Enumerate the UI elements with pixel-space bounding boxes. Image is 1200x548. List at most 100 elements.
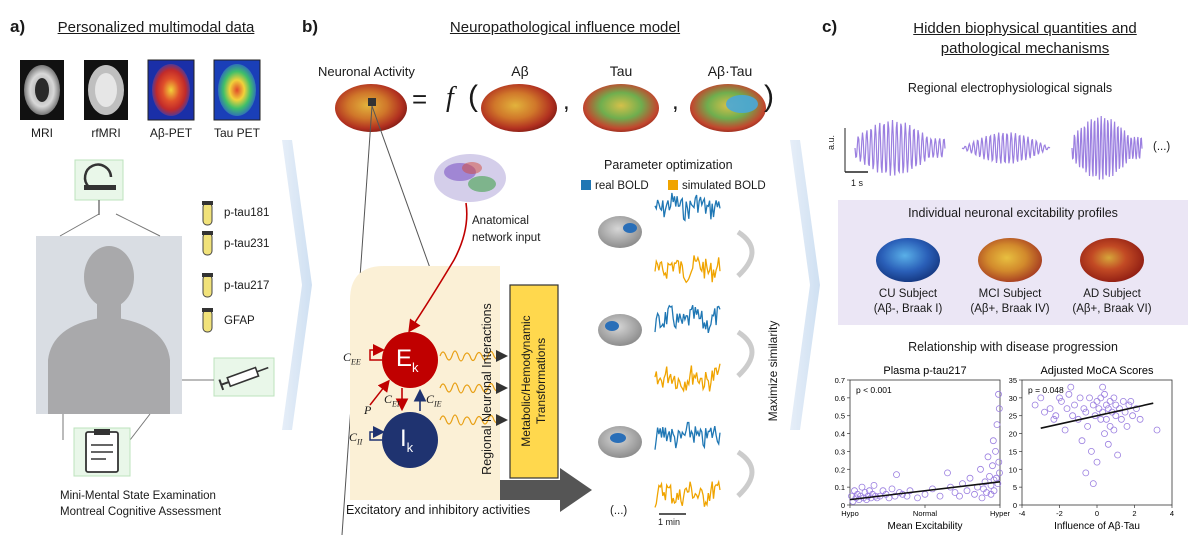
- data-point: [1071, 401, 1078, 409]
- data-point: [1099, 383, 1106, 391]
- data-point: [1089, 401, 1097, 409]
- data-point: [863, 496, 870, 504]
- cii-label: CII: [349, 430, 362, 446]
- scan-mri: [20, 60, 64, 120]
- bold-trace-real: [654, 421, 721, 450]
- data-point: [1103, 415, 1110, 423]
- bold-trace-sim: [654, 363, 721, 393]
- mri-scanner-icon: [74, 159, 124, 201]
- data-point: [986, 472, 993, 480]
- brain-tau: [583, 84, 659, 132]
- scan-abeta-pet: [147, 59, 195, 121]
- brain-cu: [876, 238, 940, 282]
- data-point: [1097, 394, 1105, 402]
- data-point: [1078, 437, 1086, 445]
- y-tick-label: 25: [1009, 412, 1017, 421]
- brain-mci: [978, 238, 1042, 282]
- signals-scalebar: 1 s: [851, 178, 864, 188]
- data-point: [993, 421, 1001, 429]
- panel-b-title: Neuropathological influence model: [449, 19, 681, 36]
- scan-rfmri: [84, 60, 128, 120]
- scan-label-mri: MRI: [31, 126, 53, 140]
- y-tick-label: 10: [1009, 465, 1017, 474]
- anatomical-label-1: Anatomical: [472, 215, 529, 227]
- data-point: [1088, 447, 1095, 455]
- y-tick-label: 0.4: [835, 430, 845, 439]
- term-abeta: Aβ: [511, 63, 529, 79]
- biomarker-ptau231: p-tau231: [224, 238, 270, 250]
- syringe-icon: [213, 357, 275, 397]
- data-point: [1093, 458, 1101, 466]
- comma-1: ,: [563, 88, 570, 115]
- transform-line-1: Metabolic/Hemodynamic: [519, 315, 533, 447]
- left-paren: (: [468, 80, 478, 113]
- data-point: [936, 492, 944, 500]
- biomarker-ptau181: p-tau181: [224, 207, 270, 219]
- panel-c-letter: c): [822, 17, 838, 36]
- data-point: [1052, 412, 1060, 420]
- scalebar-1min: 1 min: [658, 517, 681, 527]
- brain-ad: [1080, 238, 1144, 282]
- y-tick-label: 0.7: [835, 376, 845, 385]
- x-tick-label: 2: [1132, 509, 1136, 518]
- x-axis-label: Influence of Aβ·Tau: [1054, 521, 1140, 532]
- x-tick-label: -4: [1019, 509, 1026, 518]
- term-tau: Tau: [609, 63, 633, 79]
- y-tick-label: 30: [1009, 394, 1017, 403]
- data-point: [995, 458, 1003, 466]
- data-point: [1037, 394, 1045, 402]
- brain-abeta-tau: [690, 84, 766, 132]
- x-tick-label: 0: [1095, 509, 1099, 518]
- brain-neuronal-activity: [335, 84, 407, 132]
- opt-ellipsis: (...): [610, 505, 628, 517]
- chart-title: Adjusted MoCA Scores: [1040, 365, 1154, 377]
- tube-icon: [202, 308, 213, 333]
- data-point: [984, 453, 992, 461]
- opt-brain-1: [598, 216, 642, 248]
- anatomical-label-2: network input: [472, 232, 541, 244]
- data-point: [1101, 390, 1108, 398]
- data-point: [1093, 397, 1101, 405]
- transform-box: [509, 284, 559, 479]
- data-point: [1127, 397, 1135, 405]
- excitatory-node-label: Ek: [396, 345, 419, 375]
- legend-sim-label: simulated BOLD: [682, 180, 766, 192]
- inhibitory-node-label: Ik: [400, 425, 413, 455]
- y-tick-label: 20: [1009, 430, 1017, 439]
- ek-letter: E: [396, 345, 413, 372]
- person-silhouette: [48, 246, 170, 414]
- x-tick-label: Hyper: [990, 509, 1011, 518]
- scan-label-tau-pet: Tau PET: [213, 126, 261, 140]
- transform-box-label: Metabolic/Hemodynamic Transformations: [519, 286, 549, 476]
- data-point: [983, 489, 990, 496]
- panel-c-title-line2: pathological mechanisms: [940, 40, 1110, 57]
- data-point: [914, 494, 921, 502]
- y-tick-label: 0.6: [835, 394, 845, 403]
- x-tick-label: 4: [1170, 509, 1174, 518]
- test-mmse: Mini-Mental State Examination: [60, 490, 216, 502]
- data-point: [956, 492, 963, 500]
- data-point: [1050, 415, 1058, 423]
- data-point: [1089, 480, 1097, 488]
- bold-trace-real: [654, 192, 721, 222]
- big-arrow-icon: [500, 468, 592, 512]
- data-point: [870, 481, 878, 489]
- p-label: P: [364, 403, 372, 417]
- data-point: [888, 485, 896, 493]
- cee-sub: EE: [351, 357, 361, 367]
- test-moca: Montreal Cognitive Assessment: [60, 506, 222, 518]
- data-point: [1110, 426, 1118, 434]
- blood-tubes: [202, 201, 213, 333]
- cie-sub: IE: [434, 399, 442, 409]
- biomarker-ptau217: p-tau217: [224, 280, 270, 292]
- bold-trace-sim: [654, 255, 721, 284]
- ephys-signals: [854, 115, 1143, 180]
- panel-divider-chevron-b: [790, 140, 820, 430]
- data-point: [1136, 415, 1144, 423]
- trend-line: [849, 480, 1001, 501]
- data-point: [1076, 394, 1084, 402]
- panel-c-title: Hidden biophysical quantities and pathol…: [880, 19, 1170, 59]
- cee-c: C: [343, 350, 352, 364]
